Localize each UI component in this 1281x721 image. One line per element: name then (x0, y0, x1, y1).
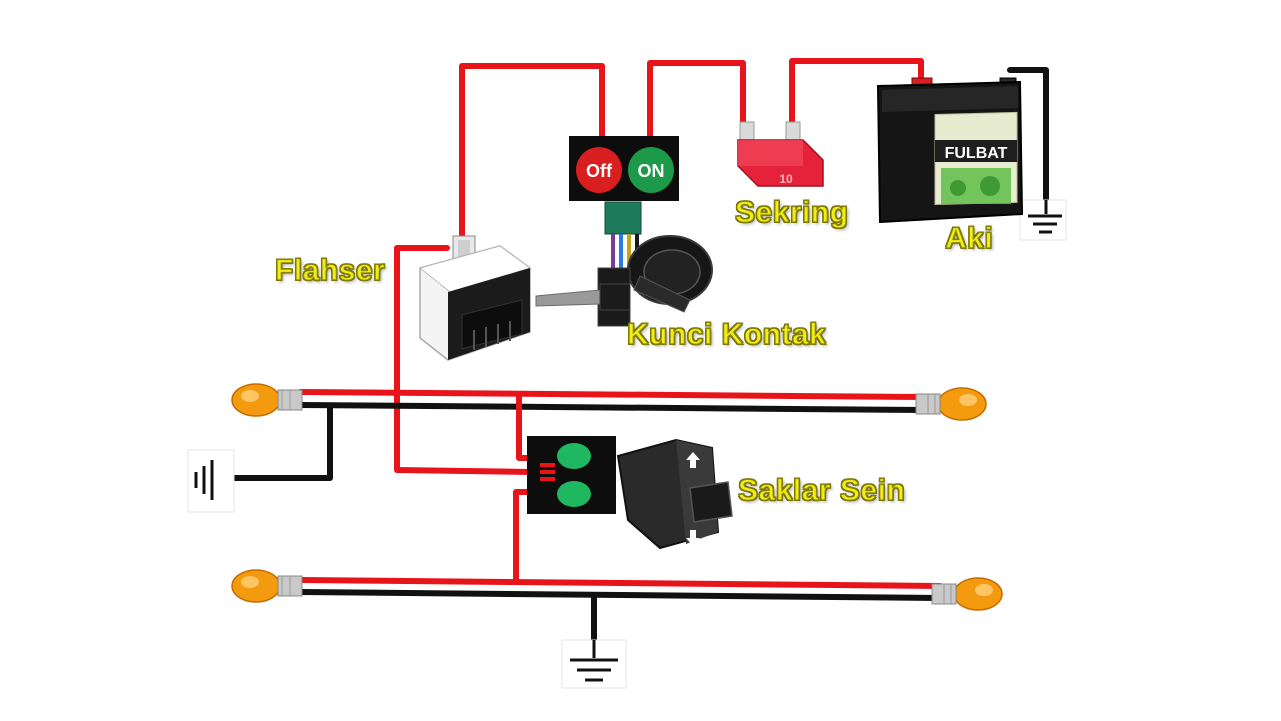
arrow-down-icon (686, 530, 700, 546)
wire-fuse-to-battery (789, 58, 924, 131)
ignition-on-text: ON (638, 161, 665, 181)
wire-flasher-to-ignition (459, 63, 605, 248)
ignition-switch: Off ON (535, 136, 713, 327)
switch-contact-bottom (557, 481, 591, 507)
wires (225, 58, 1049, 663)
wire-flasher-to-switch (394, 245, 533, 475)
wire-battery-ground (1007, 67, 1049, 215)
label-battery: Aki (944, 221, 994, 255)
lamp-lower-left (231, 569, 303, 603)
label-turn-switch: Saklar Sein (737, 473, 906, 507)
label-ignition: Kunci Kontak (626, 317, 827, 351)
wire-upper-positive (297, 389, 928, 400)
ground-symbol-icon (1019, 199, 1067, 241)
fuse-rating: 10 (779, 172, 793, 186)
ignition-off-indicator (576, 147, 622, 193)
ground-symbol-icon (561, 639, 627, 689)
wire-switch-lower (513, 489, 533, 583)
turn-signal-switch (527, 436, 733, 550)
ground-symbol-icon (187, 449, 235, 513)
flasher-relay (418, 235, 532, 361)
wire-ignition-to-fuse (647, 60, 746, 141)
label-flasher: Flahser (274, 253, 386, 287)
switch-contact-top (557, 443, 591, 469)
wire-lower-ground (297, 589, 943, 601)
battery: FULBAT (876, 77, 1024, 224)
wire-lower-positive (297, 577, 943, 589)
wire-upper-ground (297, 402, 928, 413)
ignition-off-text: Off (586, 161, 613, 181)
fuse: 10 (737, 121, 824, 187)
lamp-upper-right (915, 387, 987, 421)
ignition-on-indicator (628, 147, 674, 193)
lamp-upper-left (231, 383, 303, 417)
label-fuse: Sekring (734, 195, 849, 229)
battery-brand: FULBAT (945, 145, 1008, 162)
wire-switch-upper (516, 394, 533, 461)
wire-upper-ground-drop (225, 403, 333, 481)
arrow-up-icon (686, 452, 700, 468)
lamp-lower-right (931, 577, 1003, 611)
